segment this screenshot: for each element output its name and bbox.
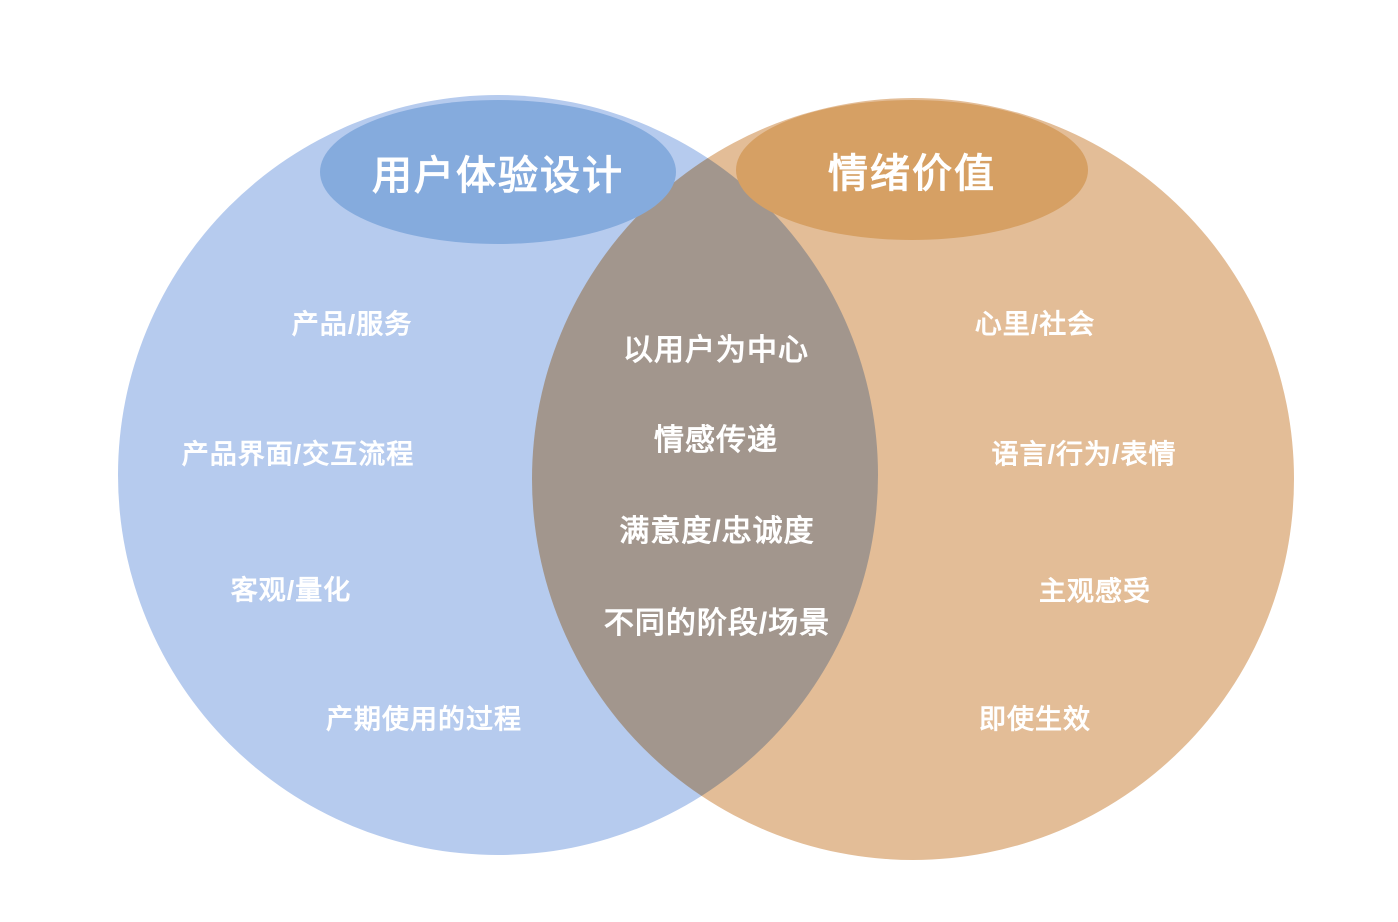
emotional-value-title: 情绪价值 (828, 152, 996, 196)
left-item-objective-quantified: 客观/量化 (230, 575, 352, 606)
ux-design-title-badge: 用户体验设计 (320, 100, 676, 244)
center-item-satisfaction-loyalty: 满意度/忠诚度 (619, 515, 815, 548)
right-item-immediate-effect: 即使生效 (979, 704, 1091, 735)
emotional-value-title-badge: 情绪价值 (736, 100, 1088, 240)
center-item-user-centered: 以用户为中心 (623, 334, 809, 367)
ux-design-title: 用户体验设计 (372, 154, 624, 198)
center-item-emotion-transfer: 情感传递 (654, 424, 778, 457)
center-item-stages-scenarios: 不同的阶段/场景 (603, 607, 831, 640)
right-item-subjective-feeling: 主观感受 (1039, 576, 1151, 607)
right-item-psych-social: 心里/社会 (974, 309, 1096, 340)
left-item-interface-flow: 产品界面/交互流程 (181, 439, 415, 470)
right-item-language-behavior-expression: 语言/行为/表情 (991, 439, 1177, 470)
left-item-product-service: 产品/服务 (291, 309, 413, 340)
left-item-longterm-usage: 产期使用的过程 (326, 704, 522, 735)
